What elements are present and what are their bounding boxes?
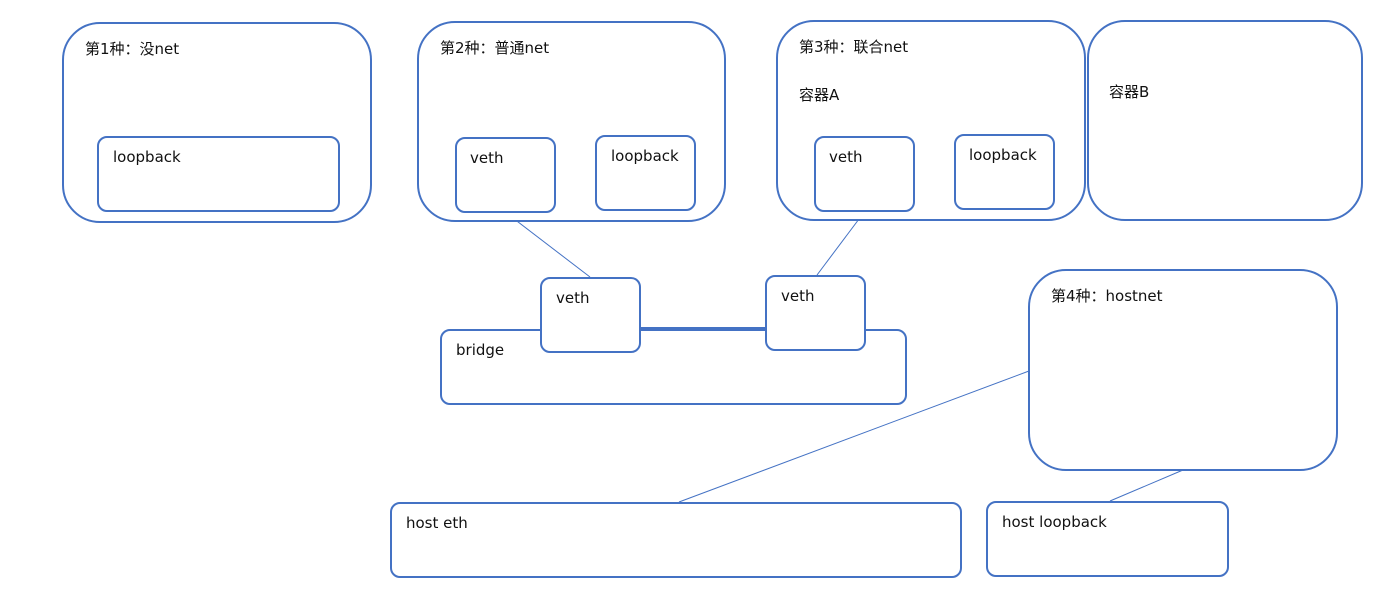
link-hostnet-to-host-eth [678, 370, 1030, 503]
host-eth-box [390, 502, 962, 578]
type2-veth-label: veth [470, 149, 504, 167]
type2-loopback-box [595, 135, 696, 211]
type1-loopback-label: loopback [113, 148, 181, 166]
bridge-veth-right-box [765, 275, 866, 351]
host-loopback-label: host loopback [1002, 513, 1107, 531]
container-type4-title: 第4种：hostnet [1051, 287, 1163, 305]
type3-loopback-label: loopback [969, 146, 1037, 164]
link-type2-veth-to-bridge-veth [504, 211, 591, 278]
host-eth-label: host eth [406, 514, 468, 532]
link-hostnet-to-host-loopback [1109, 469, 1184, 502]
type3-veth-label: veth [829, 148, 863, 166]
container-b [1087, 20, 1363, 221]
type2-loopback-label: loopback [611, 147, 679, 165]
type3-veth-box [814, 136, 915, 212]
type1-loopback-box [97, 136, 340, 212]
bridge-veth-right-label: veth [781, 287, 815, 305]
link-type3-veth-to-bridge-veth [816, 210, 866, 276]
bridge-label: bridge [456, 341, 505, 359]
container-a-label: 容器A [799, 86, 840, 104]
type2-veth-box [455, 137, 556, 213]
type3-loopback-box [954, 134, 1055, 210]
container-type4 [1028, 269, 1338, 471]
container-type3-title: 第3种：联合net [799, 38, 909, 56]
bridge-veth-left-label: veth [556, 289, 590, 307]
container-type2-title: 第2种：普通net [440, 39, 550, 57]
container-b-title: 容器B [1109, 83, 1150, 101]
host-loopback-box [986, 501, 1229, 577]
bridge-veth-left-box [540, 277, 641, 353]
container-type1-title: 第1种：没net [85, 40, 180, 58]
